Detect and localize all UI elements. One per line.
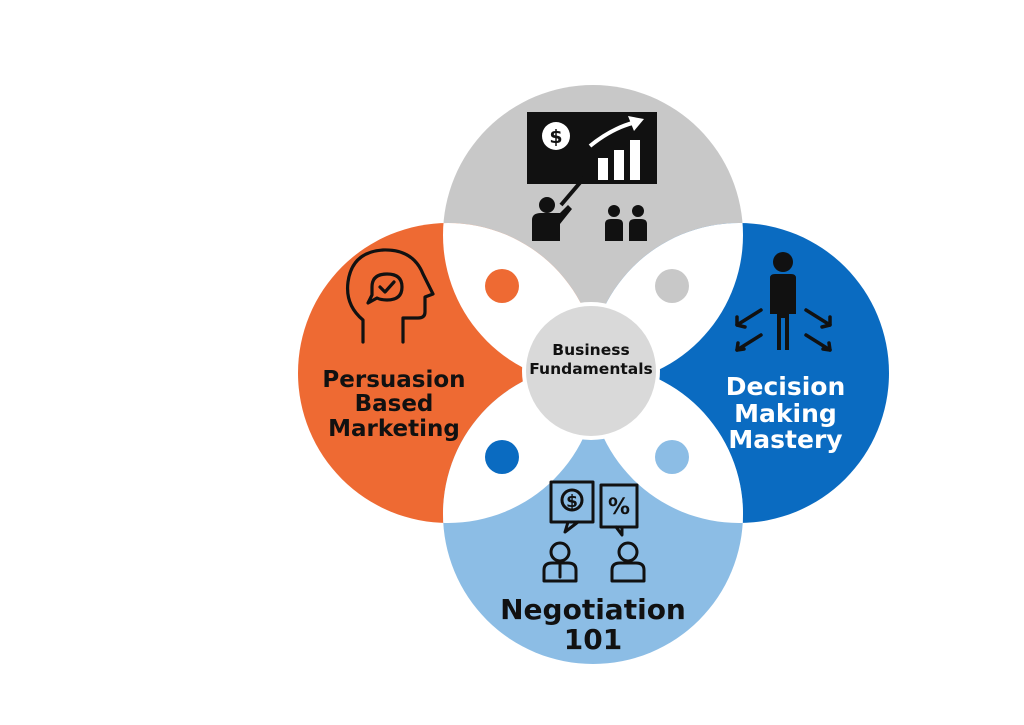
right-label-line2: Making <box>734 398 837 428</box>
dot-bottom-left <box>485 440 519 474</box>
left-label-line1: Persuasion <box>322 367 466 393</box>
center-label: Business Fundamentals <box>511 342 671 378</box>
dot-top-left <box>485 269 519 303</box>
svg-text:$: $ <box>549 126 562 148</box>
center-circle <box>522 302 660 440</box>
dollar-symbol: $ <box>566 492 578 512</box>
left-label: Persuasion Based Marketing <box>305 367 483 442</box>
bottom-label-line1: Negotiation <box>500 593 686 626</box>
person-arrows-icon <box>735 252 832 352</box>
percent-symbol: % <box>608 495 630 520</box>
dot-bottom-right <box>655 440 689 474</box>
right-label-line3: Mastery <box>728 425 843 454</box>
left-label-line3: Marketing <box>328 415 460 442</box>
left-label-line2: Based <box>354 391 434 418</box>
bottom-label-line2: 101 <box>563 622 623 656</box>
presentation-chart-icon: $ <box>527 112 657 241</box>
center-label-line1: Business <box>552 341 630 359</box>
head-thought-icon <box>345 248 435 344</box>
right-label: Decision Making Mastery <box>708 372 863 454</box>
bottom-label: Negotiation 101 <box>488 595 698 654</box>
center-label-line2: Fundamentals <box>529 360 653 379</box>
right-label-line1: Decision <box>725 372 846 401</box>
negotiation-people-icon <box>542 480 646 583</box>
dot-top-right <box>655 269 689 303</box>
